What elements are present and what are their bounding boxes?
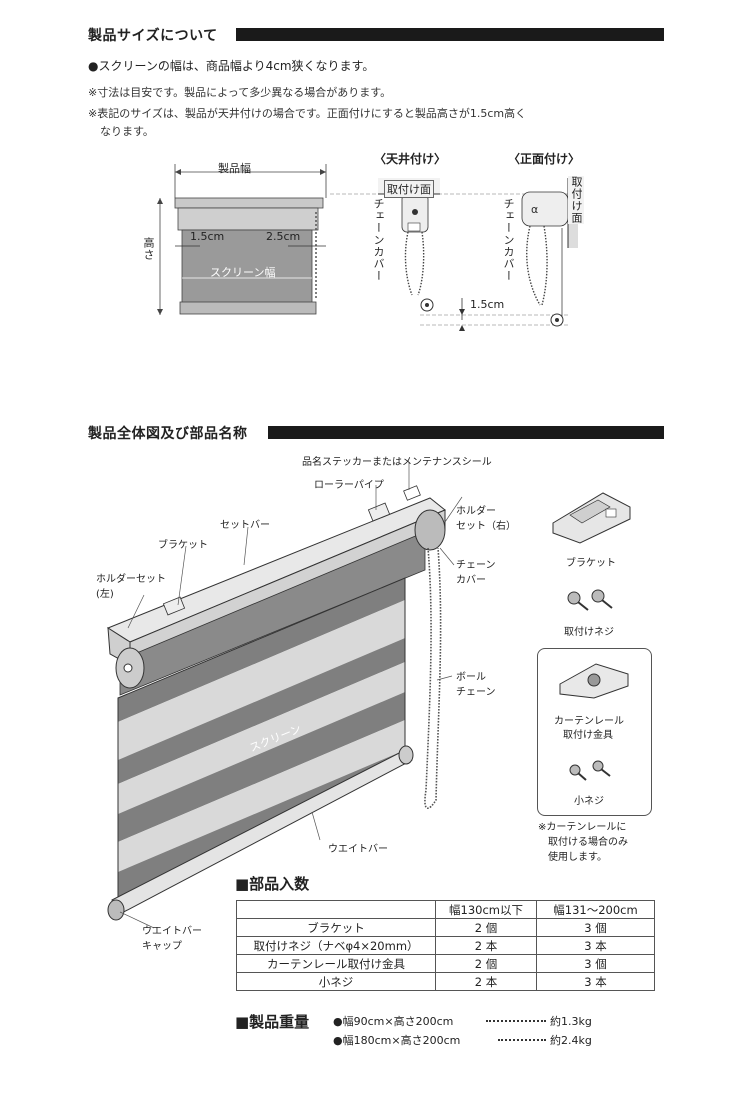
bracket-part-illustration <box>552 492 631 544</box>
parts-count-title: ■部品入数 <box>235 875 310 893</box>
weight-line1-label: ●幅90cm×高さ200cm <box>333 1015 454 1028</box>
table-row: ブラケット 2 個 3 個 <box>236 918 655 937</box>
table-cell: 2 個 <box>435 918 537 937</box>
side-label-rail-1: カーテンレール <box>554 716 624 727</box>
side-label-bracket: ブラケット <box>566 558 616 569</box>
side-label-small-screw: 小ネジ <box>574 796 604 807</box>
table-header-cell: 幅130cm以下 <box>435 900 537 919</box>
table-cell: 2 本 <box>435 972 537 991</box>
label-holder-right-2: セット（右） <box>456 521 516 532</box>
size-side-diagram: α <box>330 178 578 331</box>
side-note-1: ※カーテンレールに <box>538 822 627 833</box>
roller-blind-illustration <box>106 485 446 921</box>
table-cell: 3 個 <box>536 954 655 973</box>
ceiling-mount-label: 〈天井付け〉 <box>374 152 447 166</box>
table-header-row: 幅130cm以下 幅131～200cm <box>236 900 655 919</box>
label-chain-cover-1: チェーン <box>456 560 496 571</box>
label-holder-right-1: ホルダー <box>456 506 496 517</box>
label-weight-bar: ウエイトバー <box>328 844 388 855</box>
weight-line1-value: 約1.3kg <box>550 1015 592 1028</box>
section-title-parts: 製品全体図及び部品名称 <box>88 426 248 442</box>
weight-line2-value: 約2.4kg <box>550 1034 592 1047</box>
weight-title: ■製品重量 <box>235 1013 310 1031</box>
table-row: 小ネジ 2 本 3 本 <box>236 972 655 991</box>
table-cell: 3 本 <box>536 972 655 991</box>
product-width-label: 製品幅 <box>218 162 251 175</box>
table-cell: 3 個 <box>536 918 655 937</box>
table-row: 取付けネジ（ナベφ4×20mm） 2 本 3 本 <box>236 936 655 955</box>
parts-count-table: 幅130cm以下 幅131～200cm ブラケット 2 個 3 個 取付けネジ（… <box>236 900 655 991</box>
front-mount-surface: 取付け面 <box>568 176 584 224</box>
label-ball-chain-2: チェーン <box>456 687 496 698</box>
label-chain-cover-2: カバー <box>456 575 486 586</box>
side-note-3: 使用します。 <box>548 852 607 863</box>
leader-dots <box>486 1020 546 1022</box>
ceiling-mount-surface: 取付け面 <box>384 180 434 198</box>
label-weight-cap-1: ウエイトバー <box>142 926 202 937</box>
front-mount-label: 〈正面付け〉 <box>508 152 581 166</box>
label-weight-cap-2: キャップ <box>142 941 182 952</box>
side-label-screw: 取付けネジ <box>564 627 614 638</box>
table-cell: 2 本 <box>435 936 537 955</box>
section-title-size: 製品サイズについて <box>88 28 218 44</box>
svg-text:α: α <box>531 203 538 216</box>
leader-dots <box>498 1039 546 1041</box>
table-cell: カーテンレール取付け金具 <box>236 954 436 973</box>
label-holder-left-2: (左) <box>96 589 114 600</box>
table-cell: 小ネジ <box>236 972 436 991</box>
label-ball-chain-1: ボール <box>456 672 486 683</box>
small-screw-icon <box>569 760 611 781</box>
table-header-cell: 幅131～200cm <box>536 900 655 919</box>
rail-fitting-icon <box>559 663 629 699</box>
label-roller-pipe: ローラーパイプ <box>314 480 384 491</box>
table-cell: 取付けネジ（ナベφ4×20mm） <box>236 936 436 955</box>
note-mounting-a: ※表記のサイズは、製品が天井付けの場合です。正面付けにすると製品高さが1.5cm… <box>88 107 527 120</box>
note-mounting-b: なります。 <box>100 125 154 138</box>
side-label-rail-2: 取付け金具 <box>563 730 613 741</box>
label-holder-left-1: ホルダーセット <box>96 574 166 585</box>
label-set-bar: セットバー <box>220 520 270 531</box>
table-header-cell <box>236 900 436 919</box>
screw-icon <box>567 589 613 611</box>
left-gap-label: 1.5cm <box>190 230 225 243</box>
table-cell: ブラケット <box>236 918 436 937</box>
label-bracket: ブラケット <box>158 540 208 551</box>
weight-line2-label: ●幅180cm×高さ200cm <box>333 1034 461 1047</box>
note-screen-width: ●スクリーンの幅は、商品幅より4cm狭くなります。 <box>88 59 375 73</box>
side-note-2: 取付ける場合のみ <box>548 837 628 848</box>
label-sticker: 品名ステッカーまたはメンテナンスシール <box>302 457 492 468</box>
section-header-bar-2 <box>268 426 664 439</box>
section-header-bar <box>236 28 664 41</box>
right-gap-label: 2.5cm <box>266 230 301 243</box>
note-dimensions: ※寸法は目安です。製品によって多少異なる場合があります。 <box>88 86 392 99</box>
table-row: カーテンレール取付け金具 2 個 3 個 <box>236 954 655 973</box>
height-label: 高さ <box>142 237 155 261</box>
chain-cover-label-front: チェーンカバー <box>502 198 515 282</box>
chain-cover-label-ceiling: チェーンカバー <box>372 198 385 282</box>
optional-parts-box <box>537 648 652 816</box>
table-cell: 3 本 <box>536 936 655 955</box>
size-front-diagram <box>157 164 327 315</box>
front-offset-label: 1.5cm <box>470 298 505 311</box>
table-cell: 2 個 <box>435 954 537 973</box>
screen-width-label: スクリーン幅 <box>210 266 276 279</box>
